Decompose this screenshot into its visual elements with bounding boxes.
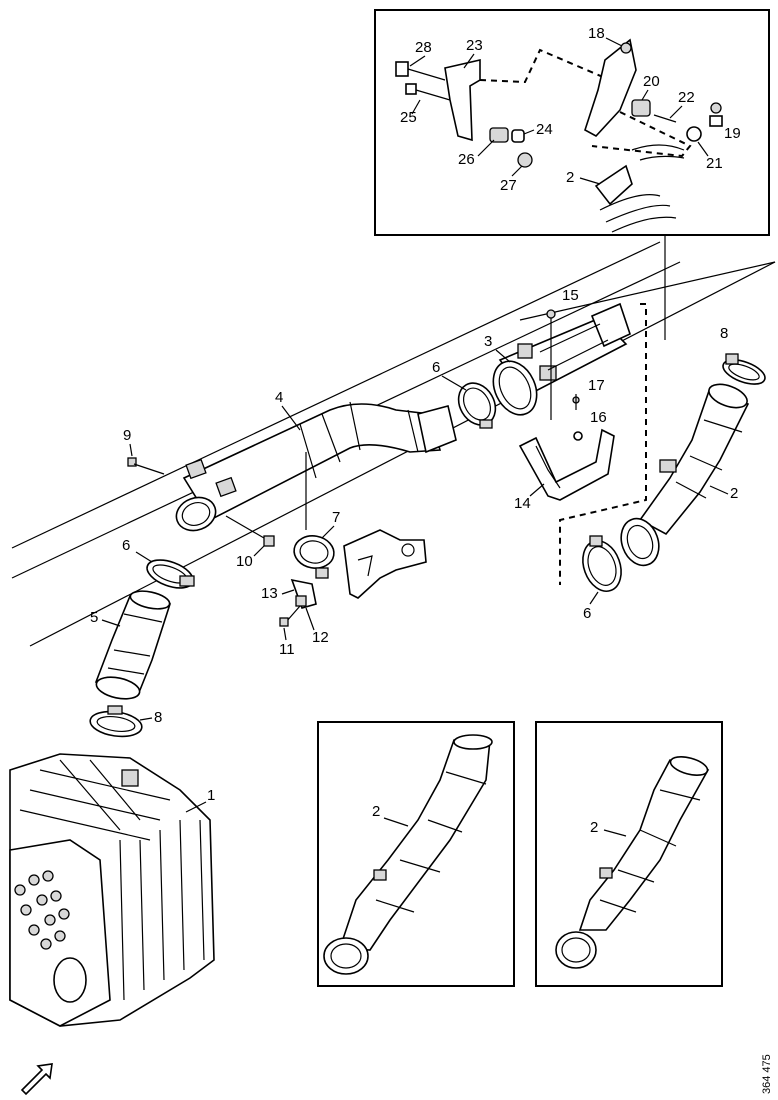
- label-17: 17: [588, 377, 605, 394]
- pipe-3: 3: [484, 302, 631, 416]
- detail-inset-bottom-right: 2: [535, 721, 723, 987]
- label-2-inset-right: 2: [590, 819, 598, 836]
- bolt-15: 15: [546, 287, 579, 420]
- label-22: 22: [678, 89, 695, 106]
- label-4: 4: [275, 389, 283, 406]
- clamp-6-middle: 6: [432, 359, 497, 429]
- clamp-7: 7: [293, 509, 340, 579]
- label-2-right: 2: [730, 485, 738, 502]
- clamp-8-bottom: 8: [89, 705, 162, 738]
- label-20: 20: [643, 73, 660, 90]
- label-7: 7: [332, 509, 340, 526]
- clamp-6-left: 6: [122, 537, 195, 589]
- label-14: 14: [514, 495, 531, 512]
- label-23: 23: [466, 37, 483, 54]
- clamp-6-right: 6: [582, 535, 622, 622]
- label-13: 13: [261, 585, 278, 602]
- label-2-inset-left: 2: [372, 803, 380, 820]
- bolt-11-bracket-12-13: 13 12 11: [261, 578, 329, 658]
- dashed-group-right: [559, 303, 647, 585]
- label-3: 3: [484, 333, 492, 350]
- reference-number: 364 475: [761, 1054, 773, 1094]
- label-28: 28: [415, 39, 432, 56]
- label-6-right: 6: [583, 605, 591, 622]
- detail-inset-top: 28 23 25 24 26 27 18 20 22 19 21 2: [374, 9, 770, 340]
- label-25: 25: [400, 109, 417, 126]
- detail-inset-bottom-left: 2: [317, 721, 515, 987]
- label-15: 15: [562, 287, 579, 304]
- direction-arrow-icon: [20, 1063, 53, 1096]
- label-27: 27: [500, 177, 517, 194]
- label-18: 18: [588, 25, 605, 42]
- label-8-bottom: 8: [154, 709, 162, 726]
- label-5: 5: [90, 609, 98, 626]
- label-12: 12: [312, 629, 329, 646]
- silencer-unit-1: 1: [9, 753, 215, 1027]
- pipe-2-right: 2: [620, 383, 750, 567]
- bolt-9: 9: [123, 427, 165, 475]
- nut-10: 10: [225, 515, 275, 570]
- pipe-4: 4: [175, 389, 457, 532]
- bracket-14: 17 16 14: [514, 377, 615, 512]
- label-26: 26: [458, 151, 475, 168]
- label-8-top: 8: [720, 325, 728, 342]
- clamp-8-top: 8: [720, 325, 766, 385]
- label-1: 1: [207, 787, 215, 804]
- label-24: 24: [536, 121, 553, 138]
- label-9: 9: [123, 427, 131, 444]
- pipe-5: 5: [90, 590, 172, 700]
- label-16: 16: [590, 409, 607, 426]
- frame-rails: [11, 241, 776, 647]
- label-21: 21: [706, 155, 723, 172]
- label-19: 19: [724, 125, 741, 142]
- label-10: 10: [236, 553, 253, 570]
- label-2-inset: 2: [566, 169, 574, 186]
- mounting-bracket-center: [343, 529, 427, 599]
- label-6-left: 6: [122, 537, 130, 554]
- label-6-middle: 6: [432, 359, 440, 376]
- label-11: 11: [279, 641, 295, 658]
